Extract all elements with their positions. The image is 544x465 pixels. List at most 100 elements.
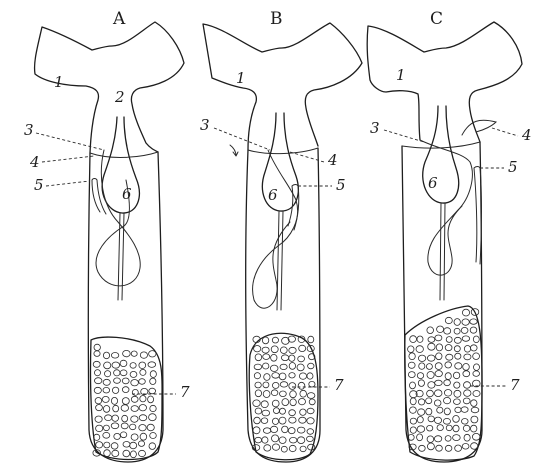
egg-cell [139,415,147,421]
egg-cell [262,410,270,416]
egg-cell [426,408,432,415]
egg-cell [272,337,278,343]
egg-cell [96,405,103,411]
panel-a-label-7: 7 [180,383,190,401]
egg-cell [272,444,279,450]
egg-cell [298,382,305,389]
egg-cell [307,429,314,435]
egg-cell [463,425,470,431]
egg-cell [445,362,452,368]
panel-c-head [367,22,522,142]
egg-cell [445,445,452,451]
egg-cell [104,442,110,448]
egg-cell [419,445,426,451]
egg-cell [93,361,100,367]
panel-b-label-5: 5 [336,176,346,194]
egg-cell [454,399,461,405]
egg-cell [95,398,102,404]
egg-cell [270,365,278,371]
egg-cell [419,363,425,369]
egg-cell [103,432,110,438]
egg-cell [131,406,138,412]
panel-a: A 1 2 3 4 5 6 7 [24,9,190,462]
egg-cell [461,327,468,333]
egg-cell [471,407,479,413]
egg-cell [455,353,461,359]
egg-cell [131,380,139,386]
egg-cell [410,382,416,389]
egg-cell [308,444,315,450]
panel-a-tube-rim [90,152,158,157]
egg-cell [255,382,261,388]
egg-cell [434,436,441,442]
egg-cell [149,388,156,394]
egg-cell [149,351,156,357]
egg-cell [289,410,296,416]
egg-cell [472,433,480,440]
panel-c-part-4 [462,120,496,135]
egg-cell [271,426,278,432]
egg-cell [410,336,417,343]
egg-cell [299,373,306,379]
egg-cell [455,445,462,451]
egg-cell [408,346,414,353]
egg-cell [147,424,154,431]
egg-cell [103,425,109,431]
egg-cell [436,445,443,451]
egg-cell [418,355,425,361]
egg-cell [463,371,470,377]
egg-cell [446,354,453,360]
egg-cell [94,387,101,393]
egg-cell [470,319,477,324]
egg-cell [263,391,270,398]
panel-a-label-3: 3 [24,121,34,139]
egg-cell [150,433,157,439]
egg-cell [111,423,119,429]
egg-cell [149,443,156,450]
egg-cell [471,416,478,423]
egg-cell [111,443,118,449]
egg-cell [103,352,109,359]
egg-cell [281,355,288,361]
egg-cell [307,418,314,424]
egg-cell [454,346,460,352]
egg-cell [289,355,295,361]
panel-c-label-6: 6 [428,174,438,192]
egg-cell [139,379,146,385]
egg-cell [111,397,117,404]
egg-cell [298,356,305,362]
egg-cell [417,373,423,379]
egg-cell [444,328,451,334]
egg-cell [130,442,137,449]
egg-cell [444,380,451,386]
panel-c-letter: C [430,9,443,29]
egg-cell [288,428,295,434]
egg-cell [272,435,279,442]
egg-cell [271,390,278,396]
egg-cell [104,450,111,457]
egg-cell [444,390,451,397]
egg-cell [122,398,129,405]
egg-cell [445,317,452,323]
egg-cell [454,382,460,388]
egg-cell [94,351,100,357]
egg-cell [280,382,288,387]
egg-cell [120,370,127,376]
egg-cell [272,373,280,379]
egg-cell [139,405,146,411]
egg-cell [264,374,270,381]
egg-cell [272,418,278,424]
egg-cell [112,450,119,456]
egg-cell [297,427,305,433]
egg-cell [104,362,111,369]
egg-cell [464,382,471,389]
egg-cell [410,398,416,405]
panel-b-head [203,23,362,150]
egg-cell [282,399,289,406]
egg-cell [309,399,315,405]
egg-cell [454,319,460,326]
egg-cell [102,396,109,402]
egg-cell [462,336,469,341]
panel-a-label-6: 6 [122,185,132,203]
egg-cell [263,382,269,388]
